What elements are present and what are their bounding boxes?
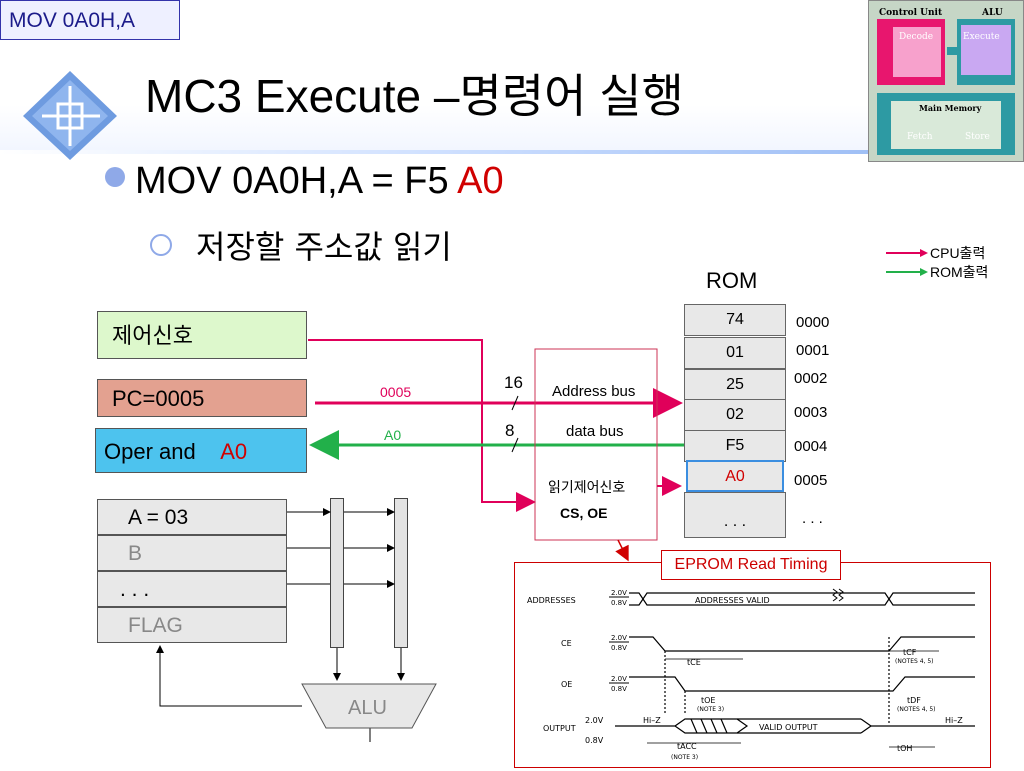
- logo-alu: ALU: [981, 8, 1003, 18]
- rom-address-1: 0001: [796, 342, 830, 359]
- legend-rom-label: ROM출력: [930, 264, 988, 280]
- output-hiz-right: Hi–Z: [945, 716, 963, 725]
- logo-execute: Execute: [963, 32, 1000, 42]
- cpu-cycle-logo: Control Unit ALU Decode Execute Main Mem…: [868, 0, 1024, 162]
- data-bits-label: 8: [505, 421, 514, 440]
- legend-cpu-label: CPU출력: [930, 245, 985, 261]
- legend: CPU출력 ROM출력: [886, 245, 988, 280]
- logo-decode: Decode: [899, 32, 933, 42]
- address-bus-label: Address bus: [552, 383, 635, 400]
- control-signal-wire: [308, 339, 536, 512]
- tacc-label: tACC: [677, 742, 697, 751]
- alu-label: ALU: [348, 697, 387, 719]
- rom-address-5: 0005: [794, 472, 828, 489]
- tcf-note: (NOTES 4, 5): [895, 658, 934, 665]
- tdf-note: (NOTES 4, 5): [897, 706, 936, 713]
- address-value-label: 0005: [380, 384, 411, 400]
- register-a: A = 03: [97, 499, 287, 535]
- output-level-high: 2.0V: [585, 716, 604, 725]
- operand-register-box: Oper and A0: [95, 428, 307, 473]
- oe-level-high: 2.0V: [611, 675, 627, 683]
- rom-address-3: 0003: [794, 404, 828, 421]
- header-divider: [0, 150, 870, 154]
- tdf-label: tDF: [907, 696, 921, 705]
- register-flag: FLAG: [97, 607, 287, 643]
- internal-bus-1: [330, 498, 344, 648]
- timing-row-addresses: ADDRESSES: [527, 596, 576, 605]
- internal-bus-2: [394, 498, 408, 648]
- bullet-main-highlight: A0: [457, 160, 504, 202]
- operand-value: A0: [220, 439, 248, 464]
- toe-label: tOE: [701, 696, 716, 705]
- ce-level-low: 0.8V: [611, 644, 627, 652]
- toh-label: tOH: [897, 744, 912, 753]
- operand-label: Oper and: [104, 439, 196, 464]
- bullet-sub-text: 저장할 주소값 읽기: [196, 228, 452, 266]
- rom-address-4: 0004: [794, 438, 828, 455]
- rom-cell-0: 74: [684, 304, 786, 336]
- tacc-note: (NOTE 3): [671, 754, 698, 761]
- bullet-sub: 저장할 주소값 읽기: [150, 222, 452, 268]
- logo-store: Store: [965, 132, 990, 142]
- rom-cell-4: F5: [684, 430, 786, 462]
- rom-address-ellipsis: . . .: [802, 510, 823, 527]
- oe-level-low: 0.8V: [611, 685, 627, 693]
- register-ellipsis: . . .: [97, 571, 287, 607]
- logo-main-memory: Main Memory: [919, 103, 982, 113]
- rom-address-0: 0000: [796, 314, 830, 331]
- bullet-dot: [105, 166, 125, 187]
- tcf-label: tCF: [903, 648, 917, 657]
- slide-tag: MOV 0A0H,A: [0, 0, 180, 40]
- tce-label: tCE: [687, 658, 701, 667]
- circuit-chip-icon: [23, 71, 117, 160]
- control-signal-box: 제어신호: [97, 311, 307, 359]
- timing-row-ce: CE: [561, 639, 572, 648]
- rom-cell-ellipsis: . . .: [684, 492, 786, 538]
- toe-note: (NOTE 3): [697, 706, 724, 713]
- bus-interface-block: [534, 348, 658, 541]
- alu-block: [301, 683, 437, 729]
- rom-address-2: 0002: [794, 370, 828, 387]
- addr-level-low: 0.8V: [611, 599, 627, 607]
- bullet-main-text: MOV 0A0H,A = F5: [135, 160, 458, 202]
- read-control-label: 읽기제어신호: [548, 480, 625, 496]
- page-title: MC3 Execute –명령어 실행: [145, 70, 684, 122]
- rom-cell-3: 02: [684, 399, 786, 431]
- address-bits-label: 16: [504, 373, 523, 392]
- data-bus-label: data bus: [566, 423, 624, 440]
- output-hiz-left: Hi–Z: [643, 716, 661, 725]
- cs-oe-label: CS, OE: [560, 505, 607, 521]
- output-level-low: 0.8V: [585, 736, 604, 745]
- rom-cell-2: 25: [684, 369, 786, 401]
- data-value-label: A0: [384, 427, 401, 443]
- addr-level-high: 2.0V: [611, 589, 627, 597]
- timing-row-oe: OE: [561, 680, 572, 689]
- timing-waveforms: ADDRESSES CE OE OUTPUT 2.0V 0.8V 2.0V 0.…: [527, 588, 975, 761]
- eprom-timing-diagram: ADDRESSES CE OE OUTPUT 2.0V 0.8V 2.0V 0.…: [514, 562, 991, 768]
- addresses-valid-label: ADDRESSES VALID: [695, 596, 770, 605]
- program-counter-box: PC=0005: [97, 379, 307, 417]
- ce-level-high: 2.0V: [611, 634, 627, 642]
- bullet-main: MOV 0A0H,A = F5 A0: [105, 160, 504, 203]
- rom-cell-1: 01: [684, 337, 786, 369]
- logo-control-unit: Control Unit: [879, 8, 943, 18]
- register-b: B: [97, 535, 287, 571]
- rom-title: ROM: [706, 268, 758, 293]
- logo-fetch: Fetch: [907, 132, 933, 142]
- bullet-ring: [150, 234, 172, 256]
- timing-title: EPROM Read Timing: [661, 550, 841, 580]
- rom-cell-5-selected: A0: [686, 460, 784, 492]
- cpu-cycle-diagram: Control Unit ALU Decode Execute Main Mem…: [869, 1, 1023, 161]
- valid-output-label: VALID OUTPUT: [759, 723, 818, 732]
- timing-row-output: OUTPUT: [543, 724, 576, 733]
